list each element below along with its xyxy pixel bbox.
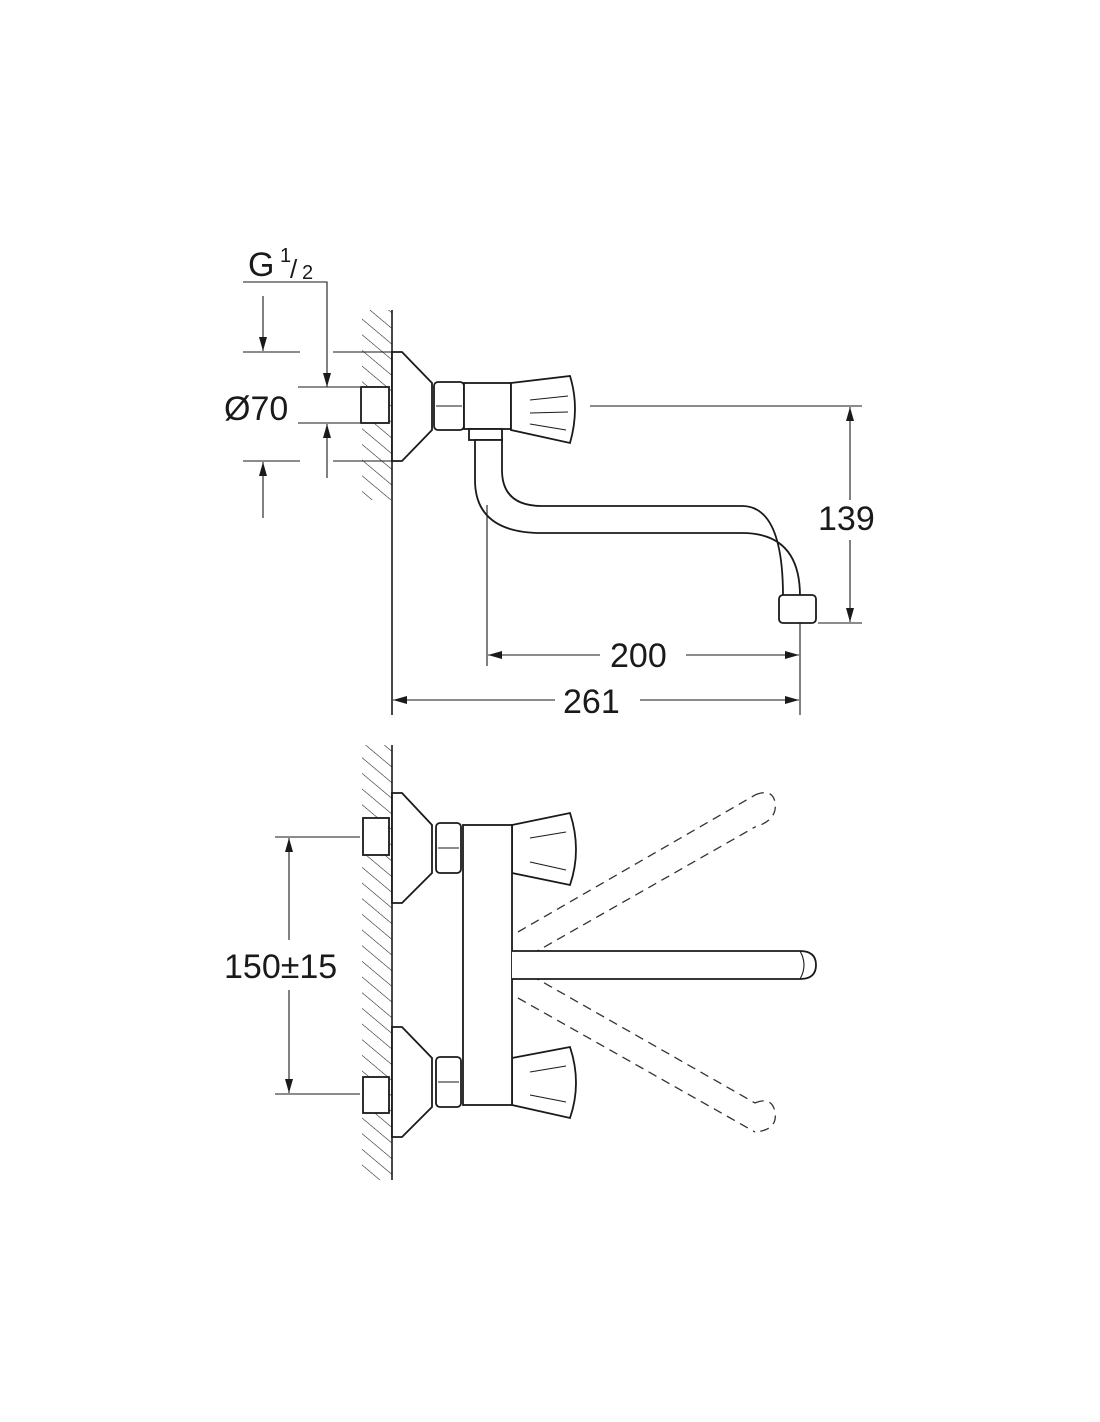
total-depth-label: 261 bbox=[563, 683, 620, 721]
spout-reach-label: 200 bbox=[610, 637, 667, 675]
inlet-connector bbox=[360, 386, 390, 424]
total-depth-dimension: 261 bbox=[393, 683, 799, 721]
spout bbox=[474, 439, 801, 597]
hex-nut bbox=[433, 381, 465, 431]
thread-size-dimension: G 1 / 2 bbox=[243, 245, 331, 478]
spout-connector bbox=[468, 428, 503, 441]
fraction-slash: / bbox=[290, 254, 298, 284]
lower-valve bbox=[362, 1026, 577, 1138]
height-dimension: 139 bbox=[590, 405, 875, 624]
thread-label: G bbox=[248, 246, 274, 284]
spout-reach-dimension: 200 bbox=[486, 505, 801, 715]
spout-swivel-positions bbox=[517, 792, 776, 1133]
diameter-label: Ø70 bbox=[224, 390, 288, 428]
center-distance-label: 150±15 bbox=[224, 948, 337, 986]
upper-valve bbox=[362, 792, 577, 904]
front-view: 150±15 bbox=[222, 745, 817, 1180]
diameter-dimension: Ø70 bbox=[224, 296, 392, 518]
height-label: 139 bbox=[818, 500, 875, 538]
thread-fraction-numerator: 1 bbox=[280, 245, 291, 267]
thread-fraction-denominator: 2 bbox=[302, 262, 313, 284]
rosette bbox=[391, 351, 433, 462]
center-distance-dimension: 150±15 bbox=[222, 836, 360, 1095]
valve-body bbox=[463, 382, 512, 430]
spout bbox=[512, 950, 817, 980]
handle bbox=[510, 375, 576, 445]
wall-hatch bbox=[362, 745, 392, 1180]
side-view: G 1 / 2 Ø70 139 bbox=[224, 245, 875, 721]
aerator bbox=[778, 594, 817, 624]
mixer-body bbox=[462, 824, 513, 1106]
